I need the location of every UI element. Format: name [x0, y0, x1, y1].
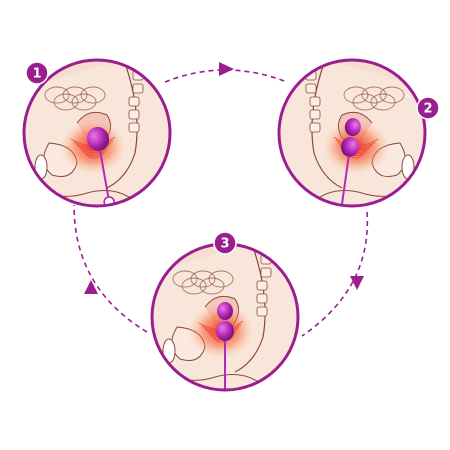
step-number: 2 [423, 102, 432, 117]
step-number: 3 [220, 237, 229, 252]
arrow-up-icon [84, 280, 98, 294]
step-badge: 2 [416, 96, 440, 120]
step-number: 1 [32, 67, 41, 82]
device-icon [87, 126, 115, 206]
anatomy-illustration [152, 246, 298, 390]
panel-ring [22, 58, 172, 208]
connector-1-to-2 [164, 69, 288, 83]
connector-2-to-3 [301, 211, 369, 337]
step-badge: 3 [213, 231, 237, 255]
step-panel-3: 3 [150, 231, 300, 392]
device-icon [216, 302, 234, 390]
arrow-right-icon [219, 62, 234, 76]
step-badge: 1 [25, 61, 49, 85]
step-panel-2: 2 [277, 58, 440, 208]
device-icon [339, 118, 361, 206]
cycle-connectors [73, 62, 369, 337]
arrow-down-icon [350, 276, 364, 290]
anatomy-illustration [279, 62, 425, 206]
anatomy-illustration [24, 62, 170, 206]
step-panel-1: 1 [22, 58, 172, 208]
connector-3-to-1 [73, 204, 148, 333]
panel-ring [277, 58, 427, 208]
